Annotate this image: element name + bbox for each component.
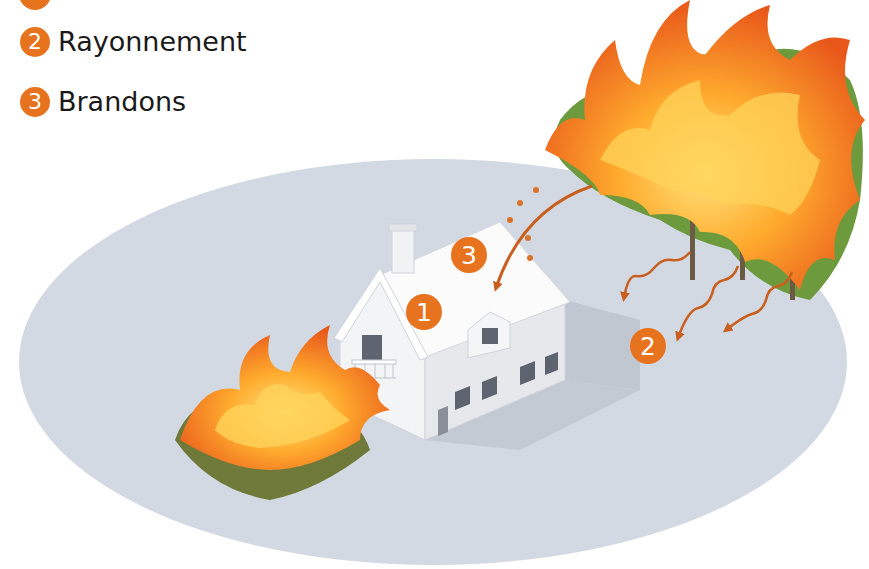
legend-circle-cut [19,0,51,10]
house-shadow [565,300,640,390]
legend-number: 2 [20,27,50,57]
legend-number: 3 [20,87,50,117]
firebrand-arrow [496,186,592,288]
callout-number: 2 [630,328,666,364]
legend-text: Rayonnement [58,26,247,58]
callout-number: 1 [406,294,442,330]
callout-number: 3 [451,237,487,273]
legend-text: Brandons [58,86,186,118]
burning-forest [545,0,865,300]
burning-bush [175,325,390,500]
radiation-arrow [624,252,792,338]
